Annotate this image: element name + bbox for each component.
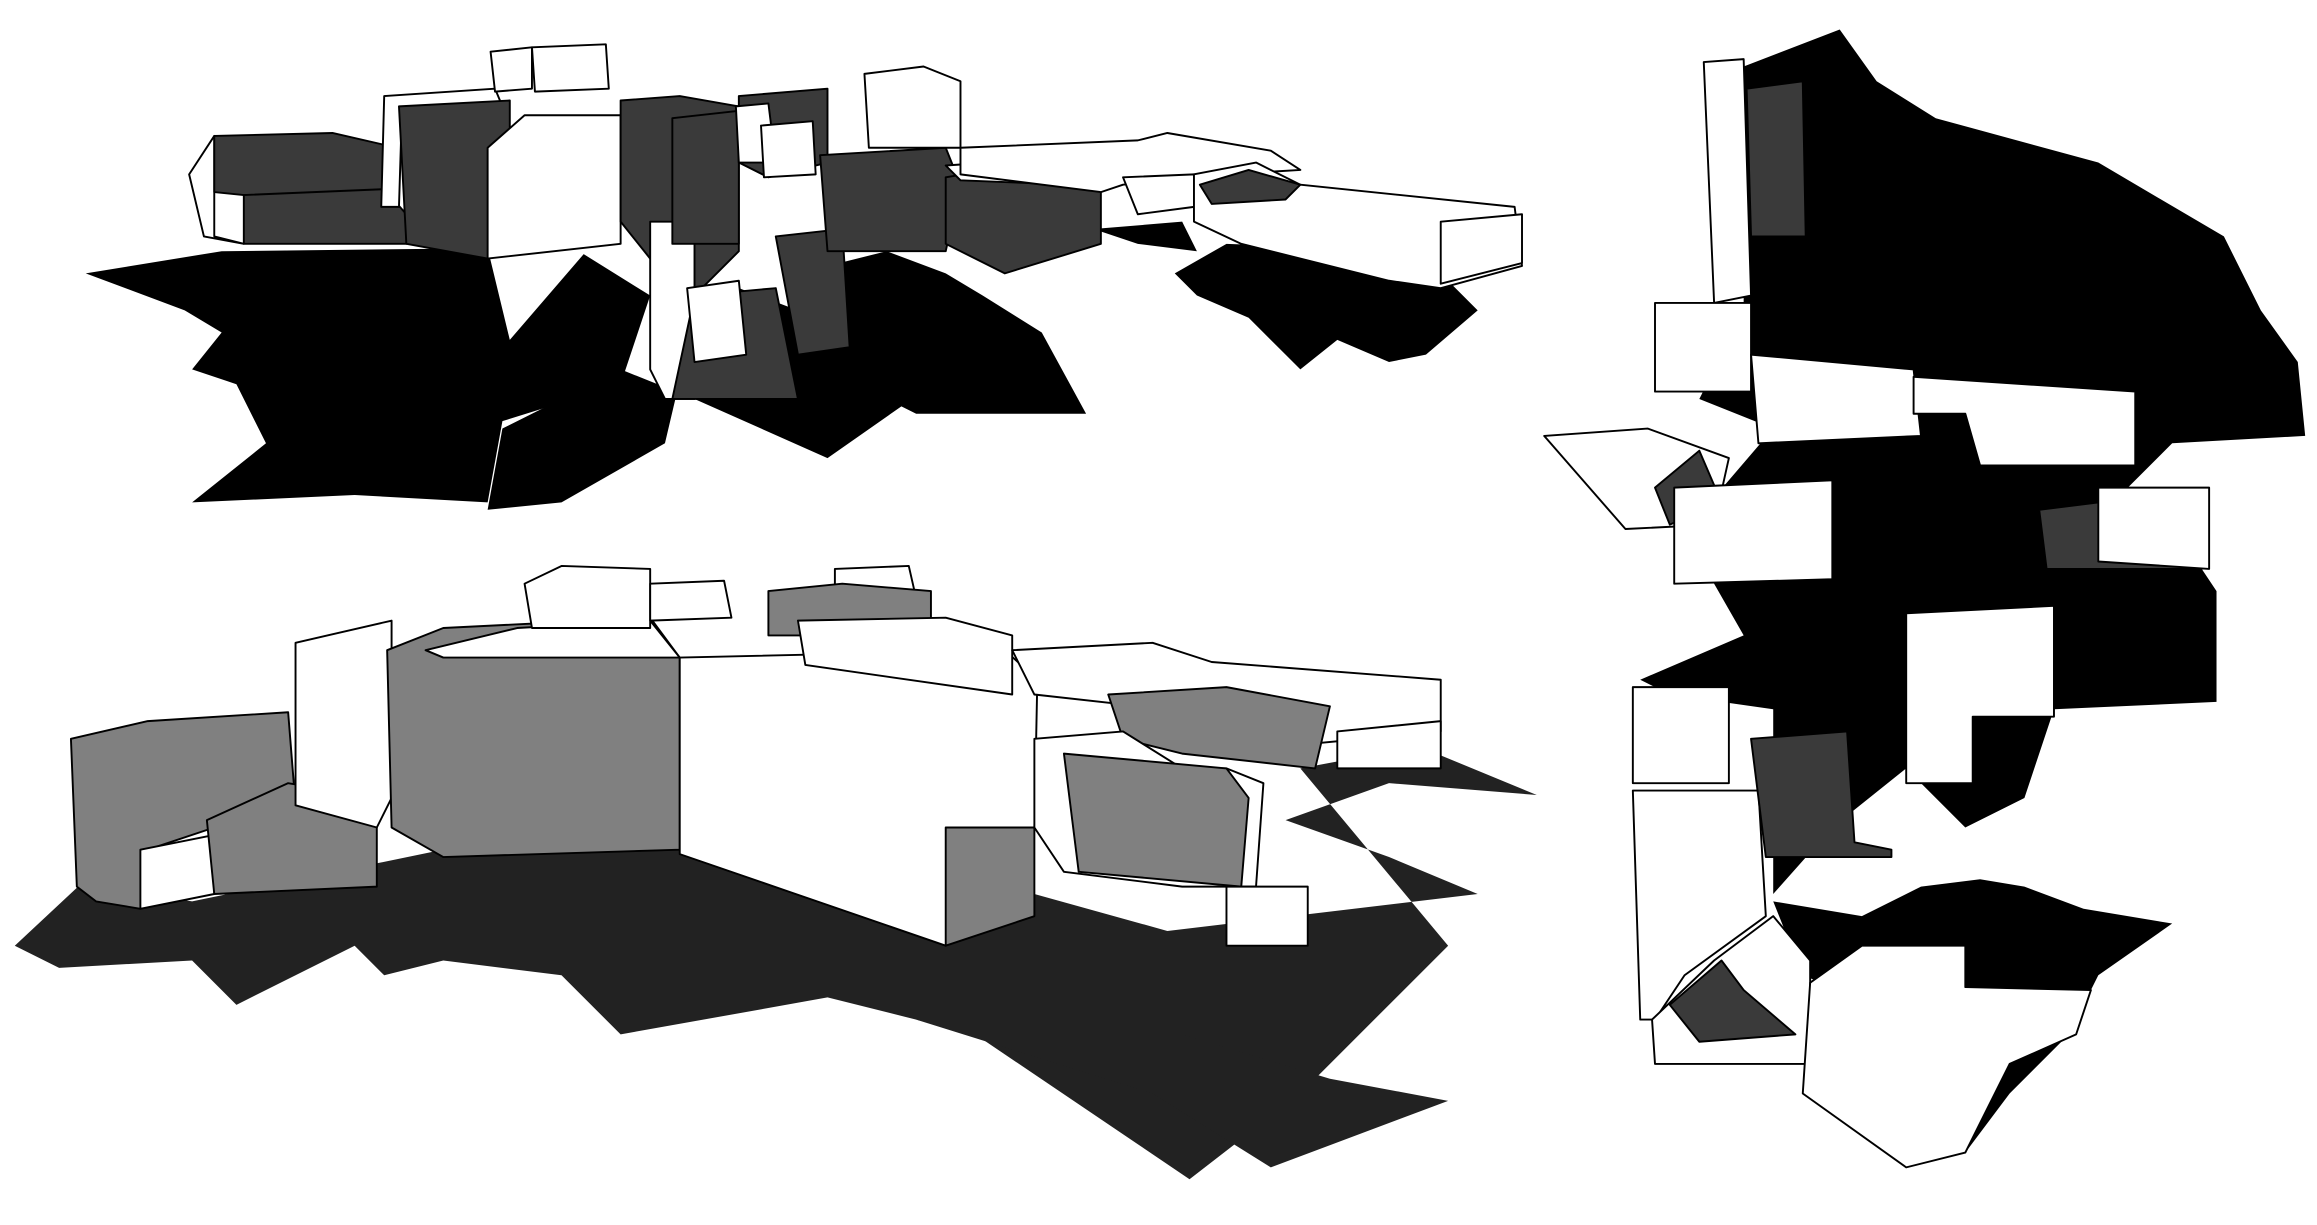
perspective-view-bottom <box>14 564 1537 1180</box>
cast-shadows <box>14 746 1537 1180</box>
perspective-view-top <box>85 43 1523 510</box>
building-blocks <box>1543 58 2211 1169</box>
building-blocks <box>188 43 1523 400</box>
building-blocks <box>69 564 1442 947</box>
plan-view-right <box>1543 29 2306 1169</box>
